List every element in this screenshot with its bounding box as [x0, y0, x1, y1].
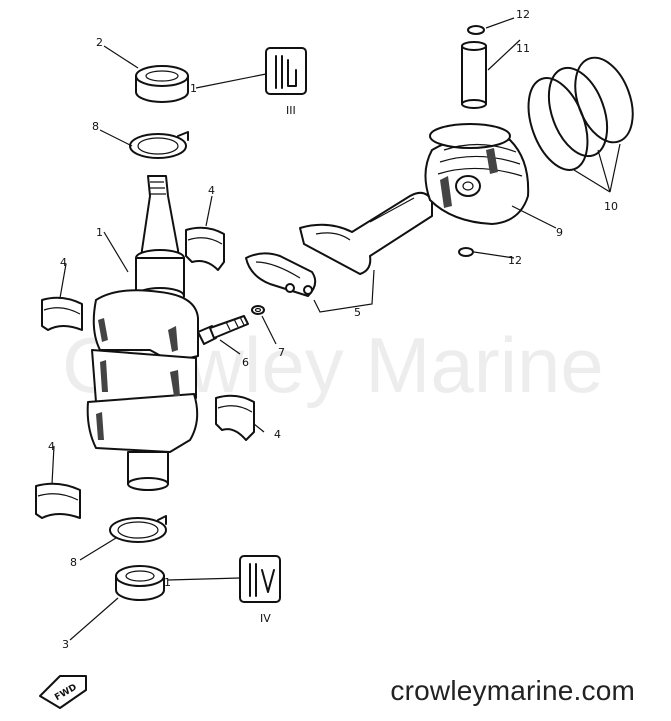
callout-6: 6 — [242, 356, 249, 369]
washer-top — [129, 131, 189, 159]
washer-small — [251, 305, 265, 315]
leader-lines — [51, 17, 621, 641]
bearing-left-2 — [35, 482, 81, 519]
callout-10: 10 — [604, 200, 618, 213]
callout-4-upper: 4 — [208, 184, 215, 197]
washer-bottom — [109, 515, 167, 543]
piston-rings — [527, 56, 634, 171]
callout-1-top: 1 — [96, 226, 103, 239]
fwd-arrow-icon: FWD — [39, 675, 87, 709]
callout-12-bottom: 12 — [508, 254, 522, 267]
clip-bottom — [458, 247, 474, 257]
callout-9: 9 — [556, 226, 563, 239]
callout-1-inset-bottom: 1 — [164, 576, 171, 589]
callout-8-bottom: 8 — [70, 556, 77, 569]
oil-seal-bottom — [115, 565, 165, 601]
callout-4-left-1: 4 — [60, 256, 67, 269]
callout-8-top: 8 — [92, 120, 99, 133]
oil-seal-top — [135, 65, 189, 103]
callout-4-left-2: 4 — [48, 440, 55, 453]
piston — [424, 123, 530, 225]
callout-2: 2 — [96, 36, 103, 49]
callout-4-lower: 4 — [274, 428, 281, 441]
callout-labels: 1 1 1 2 3 4 4 4 4 5 6 7 8 8 9 10 11 12 1… — [48, 8, 618, 651]
callout-1-inset: 1 — [190, 82, 197, 95]
detail-label-iv: IV — [260, 612, 271, 625]
clip-top — [467, 25, 485, 35]
detail-inset-top — [265, 47, 307, 95]
piston-pin — [461, 41, 487, 109]
crankshaft — [86, 175, 199, 491]
detail-inset-bottom — [239, 555, 281, 603]
site-url: crowleymarine.com — [390, 675, 635, 706]
bearing-lower-right — [215, 394, 255, 441]
bearing-left-1 — [41, 296, 83, 331]
callout-11: 11 — [516, 42, 530, 55]
callout-5: 5 — [354, 306, 361, 319]
callout-7: 7 — [278, 346, 285, 359]
callout-3: 3 — [62, 638, 69, 651]
detail-label-iii: III — [286, 104, 296, 117]
bearing-upper-right — [185, 226, 225, 271]
connecting-rod — [245, 191, 433, 297]
bolt — [197, 315, 249, 345]
callout-12-top: 12 — [516, 8, 530, 21]
